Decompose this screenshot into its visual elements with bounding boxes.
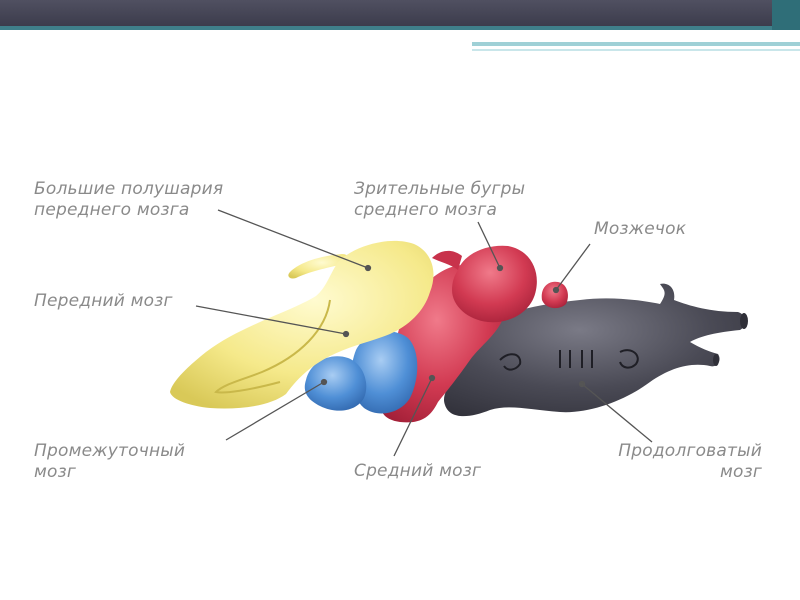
pointer-dot-diencephalon bbox=[320, 378, 328, 386]
medulla-shape bbox=[443, 283, 748, 417]
pointer-cerebellum bbox=[555, 243, 591, 291]
pointer-midbrain bbox=[393, 377, 433, 457]
pointer-forebrain bbox=[195, 305, 347, 335]
header-bar bbox=[0, 0, 800, 26]
pointer-dot-midbrain bbox=[428, 374, 436, 382]
pointer-dot-hemispheres bbox=[364, 264, 372, 272]
header-corner-accent bbox=[772, 0, 800, 30]
label-hemispheres: Большие полушария переднего мозга bbox=[34, 179, 224, 220]
header-accent-line bbox=[472, 42, 800, 46]
pointer-hemispheres bbox=[217, 209, 369, 269]
pointer-dot-forebrain bbox=[342, 330, 350, 338]
label-diencephalon: Промежуточный мозг bbox=[34, 441, 186, 482]
pointer-dot-medulla bbox=[578, 380, 586, 388]
label-forebrain: Передний мозг bbox=[34, 291, 173, 311]
label-medulla: Продолговатый мозг bbox=[618, 441, 762, 482]
label-midbrain: Средний мозг bbox=[354, 461, 482, 481]
label-optic-lobes: Зрительные бугры среднего мозга bbox=[354, 179, 526, 220]
diencephalon-shape bbox=[304, 331, 418, 414]
pointer-lines bbox=[195, 209, 653, 457]
pointer-dot-cerebellum bbox=[552, 286, 560, 294]
header-accent-line-thin bbox=[472, 49, 800, 51]
pointer-medulla bbox=[581, 383, 653, 443]
pointer-dot-optic-lobes bbox=[496, 264, 504, 272]
cerebellum-shape bbox=[541, 281, 568, 309]
header-stripe bbox=[0, 26, 800, 30]
forebrain-shape bbox=[170, 240, 434, 409]
pointer-optic-lobes bbox=[477, 221, 501, 269]
pointer-diencephalon bbox=[225, 381, 325, 441]
label-cerebellum: Мозжечок bbox=[594, 219, 687, 239]
